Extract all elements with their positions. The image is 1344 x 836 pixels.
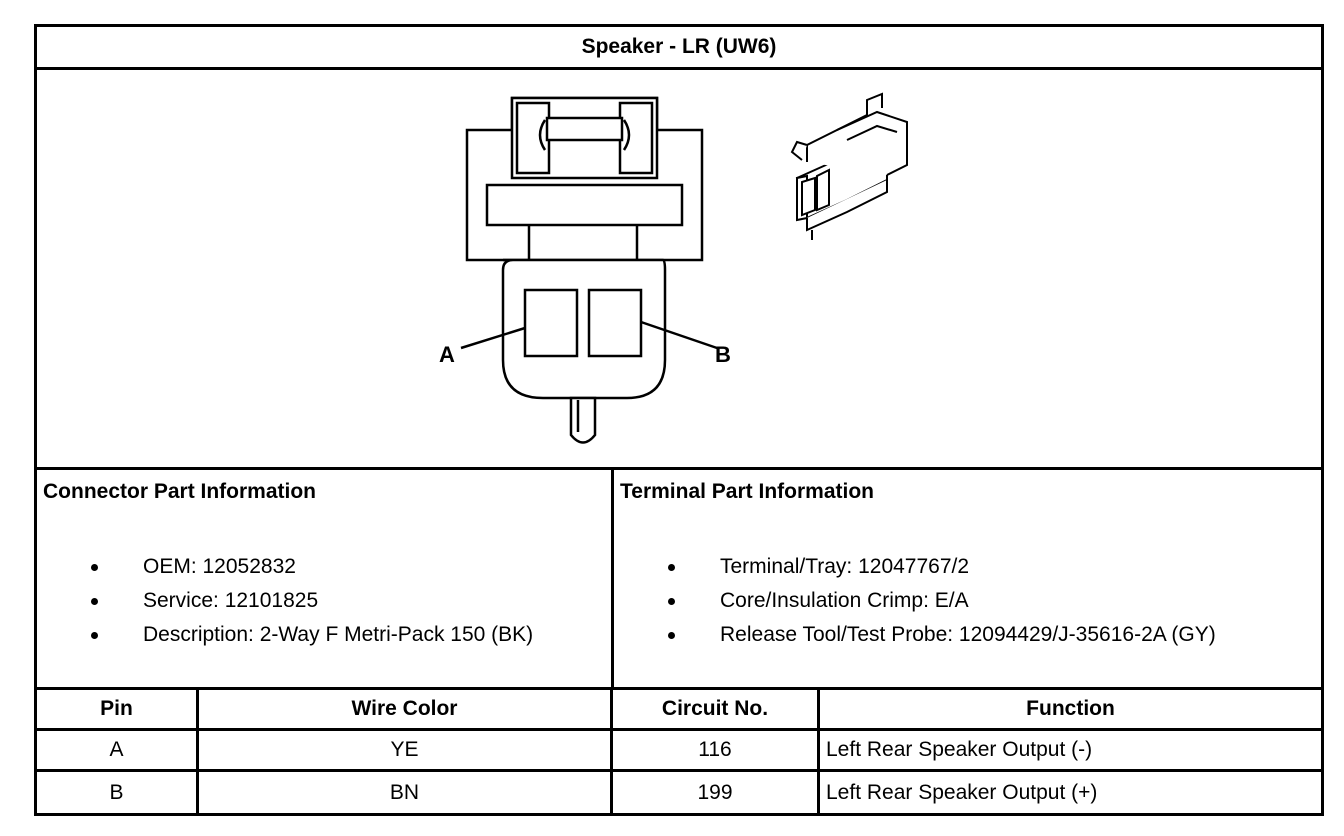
list-item: Terminal/Tray: 12047767/2 [664, 550, 1216, 584]
pin-cell: A [37, 731, 199, 769]
bullet-icon [668, 598, 675, 605]
terminal-info-list: Terminal/Tray: 12047767/2 Core/Insulatio… [664, 550, 1216, 652]
pin-b-label: B [715, 342, 731, 367]
header-pin: Pin [37, 690, 199, 728]
list-item: Core/Insulation Crimp: E/A [664, 584, 1216, 618]
list-item: Release Tool/Test Probe: 12094429/J-3561… [664, 618, 1216, 652]
bullet-icon [91, 564, 98, 571]
header-function: Function [1026, 697, 1115, 720]
oem-text: OEM: 12052832 [143, 555, 296, 578]
table-row: A YE 116 Left Rear Speaker Output (-) [37, 731, 1321, 772]
wire-color-cell: BN [199, 772, 613, 813]
release-tool-text: Release Tool/Test Probe: 12094429/J-3561… [720, 623, 1216, 646]
terminal-info-heading: Terminal Part Information [620, 480, 874, 503]
connector-info-heading: Connector Part Information [43, 480, 317, 503]
circuit-cell: 116 [613, 731, 820, 769]
bullet-icon [668, 564, 675, 571]
list-item: Description: 2-Way F Metri-Pack 150 (BK) [87, 618, 533, 652]
service-text: Service: 12101825 [143, 589, 319, 612]
connector-figure: A B [37, 70, 1321, 470]
circuit-cell: 199 [613, 772, 820, 813]
connector-info-list: OEM: 12052832 Service: 12101825 Descript… [87, 550, 533, 652]
list-item: Service: 12101825 [87, 584, 533, 618]
pinout-table: Pin Wire Color Circuit No. Function A YE… [37, 687, 1321, 813]
header-wire-color: Wire Color [199, 690, 613, 728]
pin-a-label: A [439, 342, 455, 367]
table-header-row: Pin Wire Color Circuit No. Function [37, 690, 1321, 731]
list-item: OEM: 12052832 [87, 550, 533, 584]
connector-part-information: Connector Part Information OEM: 12052832… [37, 470, 614, 687]
function-cell: Left Rear Speaker Output (-) [826, 738, 1093, 761]
function-cell: Left Rear Speaker Output (+) [826, 780, 1098, 804]
terminal-tray-text: Terminal/Tray: 12047767/2 [720, 555, 970, 578]
bullet-icon [668, 632, 675, 639]
header-circuit-no: Circuit No. [613, 690, 820, 728]
document-title: Speaker - LR (UW6) [37, 27, 1321, 70]
table-row: B BN 199 Left Rear Speaker Output (+) [37, 772, 1321, 813]
bullet-icon [91, 598, 98, 605]
crimp-text: Core/Insulation Crimp: E/A [720, 589, 969, 612]
connector-document: Speaker - LR (UW6) [34, 24, 1324, 816]
bullet-icon [91, 632, 98, 639]
wire-color-cell: YE [199, 731, 613, 769]
connector-drawing: A B [439, 92, 908, 444]
pin-cell: B [37, 772, 199, 813]
terminal-part-information: Terminal Part Information Terminal/Tray:… [614, 470, 1321, 687]
description-text: Description: 2-Way F Metri-Pack 150 (BK) [143, 623, 534, 646]
